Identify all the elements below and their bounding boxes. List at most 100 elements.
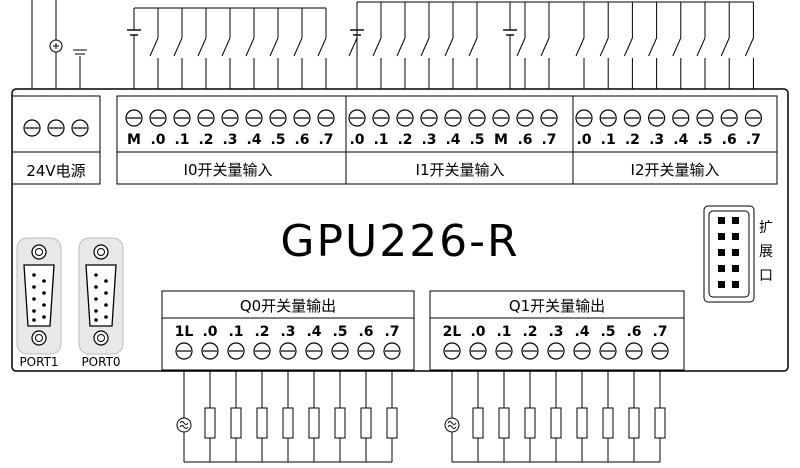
input-terminal-2-0	[575, 109, 593, 127]
input-terminal-1-2	[396, 109, 414, 127]
input-terminal-label-1-8: .7	[541, 132, 556, 148]
input-terminal-1-1	[372, 109, 390, 127]
input-terminal-1-3	[420, 109, 438, 127]
output-terminal-label-1-8: .7	[652, 324, 667, 340]
output-terminal-1-4	[547, 342, 565, 360]
switch-contact	[293, 37, 303, 57]
input-terminal-1-0	[348, 109, 366, 127]
expansion-pin	[718, 217, 725, 224]
input-terminal-label-2-6: .6	[722, 132, 737, 148]
switch-contact	[648, 37, 658, 57]
input-terminal-label-0-1: .0	[150, 132, 165, 148]
output-terminal-1-3	[521, 342, 539, 360]
output-terminal-label-1-3: .2	[522, 324, 537, 340]
input-terminal-label-0-2: .1	[174, 132, 189, 148]
input-terminal-label-0-3: .2	[198, 132, 213, 148]
input-terminal-label-2-7: .7	[746, 132, 761, 148]
switch-contact	[599, 37, 609, 57]
input-terminal-0-6	[269, 109, 287, 127]
input-terminal-2-6	[720, 109, 738, 127]
switch-contact	[516, 37, 526, 57]
output-terminal-label-0-3: .2	[254, 324, 269, 340]
input-terminal-label-1-0: .0	[349, 132, 364, 148]
switch-contact	[372, 37, 382, 57]
output-terminal-0-8	[383, 342, 401, 360]
switch-contact	[197, 37, 207, 57]
port-pin	[32, 285, 36, 289]
input-terminal-2-7	[744, 109, 763, 127]
output-terminal-1-7	[625, 342, 643, 360]
power-terminal-0	[23, 119, 41, 137]
load-resistor	[524, 407, 536, 439]
output-terminal-label-0-2: .1	[228, 324, 243, 340]
switch-contact	[317, 37, 327, 57]
load-resistor	[576, 407, 588, 439]
ac-source-symbol	[176, 417, 192, 433]
input-terminal-0-5	[245, 109, 263, 127]
input-field-wiring	[31, 0, 754, 89]
ac-wave	[447, 425, 457, 429]
input-terminal-label-0-4: .3	[222, 132, 237, 148]
input-terminal-label-2-1: .1	[601, 132, 616, 148]
switch-contact	[269, 37, 279, 57]
expansion-pin	[718, 233, 725, 240]
expansion-pin	[732, 265, 739, 272]
input-terminal-strip	[116, 95, 778, 185]
switch-contact	[468, 37, 478, 57]
input-terminal-2-2	[623, 109, 642, 127]
load-resistor	[386, 407, 398, 439]
input-terminal-label-2-5: .5	[697, 132, 712, 148]
switch-contact	[245, 37, 255, 57]
port-pin	[94, 297, 98, 301]
output-terminal-label-1-2: .1	[496, 324, 511, 340]
port0-connector	[78, 237, 124, 355]
power-terminal-1	[47, 119, 65, 137]
power-terminal-2	[71, 119, 89, 137]
switch-contact	[672, 37, 682, 57]
port-pin	[32, 273, 36, 277]
expansion-pin	[732, 281, 739, 288]
output-terminal-label-1-0: 2L	[443, 324, 462, 340]
port-shell	[85, 264, 117, 327]
ac-source-symbol	[444, 417, 460, 433]
output-terminal-0-4	[279, 342, 297, 360]
input-terminal-label-1-2: .2	[397, 132, 412, 148]
switch-contact	[623, 37, 633, 57]
load-resistor	[498, 407, 510, 439]
input-terminal-label-2-4: .4	[673, 132, 688, 148]
expansion-pin	[718, 249, 725, 256]
output-terminal-label-0-1: .0	[202, 324, 217, 340]
port-screw-inner	[97, 248, 105, 256]
input-terminal-1-8	[540, 109, 558, 127]
expansion-port-frame	[703, 205, 755, 303]
output-terminal-label-0-7: .6	[358, 324, 373, 340]
port-screw	[93, 244, 109, 260]
input-terminal-0-0	[125, 109, 143, 127]
input-terminal-label-2-0: .0	[576, 132, 591, 148]
input-terminal-label-1-6: M	[494, 132, 508, 148]
input-terminal-0-4	[221, 109, 239, 127]
input-group-label-i2: I2开关量输入	[631, 161, 720, 179]
load-resistor	[334, 407, 346, 439]
port-pin	[42, 291, 46, 295]
output-field-wiring	[176, 371, 666, 463]
input-terminal-0-2	[173, 109, 191, 127]
port-pin	[104, 303, 108, 307]
input-terminal-1-5	[468, 109, 486, 127]
output-terminal-0-1	[201, 342, 219, 360]
port-pin	[104, 315, 108, 319]
expansion-label-1: 扩	[759, 220, 773, 236]
output-terminal-0-3	[253, 342, 271, 360]
output-terminal-1-1	[469, 342, 487, 360]
expansion-label-2: 展	[759, 244, 773, 260]
switch-contact	[173, 37, 183, 57]
output-terminal-0-2	[227, 342, 245, 360]
load-resistor	[230, 407, 242, 439]
load-resistor	[282, 407, 294, 439]
load-resistor	[360, 407, 372, 439]
switch-contact	[696, 37, 706, 57]
port-pin	[32, 309, 36, 313]
load-resistor	[602, 407, 614, 439]
output-terminal-1-8	[651, 342, 669, 360]
port-pin	[42, 303, 46, 307]
